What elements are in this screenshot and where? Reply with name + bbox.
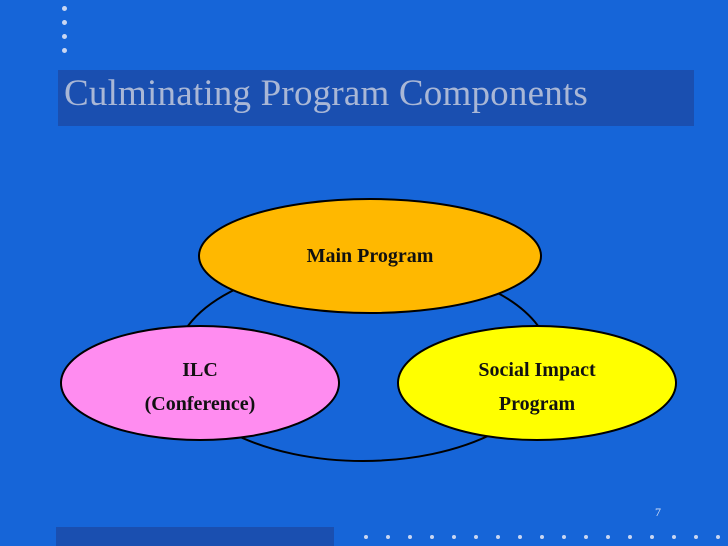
ilc-label-line1: ILC (182, 359, 218, 381)
main-program-text: Main Program (306, 245, 434, 267)
social-impact-label-line2: Program (498, 393, 576, 415)
slide-title: Culminating Program Components (64, 73, 588, 114)
main-program-label: Main Program (270, 239, 470, 273)
social-impact-label: Social Impact Program (437, 353, 637, 421)
decorative-dots-left (62, 6, 72, 53)
social-impact-node (397, 325, 677, 441)
page-number: 7 (655, 505, 661, 519)
title-bar (58, 70, 694, 126)
bottom-bar (56, 527, 334, 546)
main-program-node (198, 198, 542, 314)
ilc-label: ILC (Conference) (100, 353, 300, 421)
ilc-node (60, 325, 340, 441)
social-impact-label-line1: Social Impact (478, 359, 596, 381)
ilc-label-line2: (Conference) (144, 393, 256, 415)
